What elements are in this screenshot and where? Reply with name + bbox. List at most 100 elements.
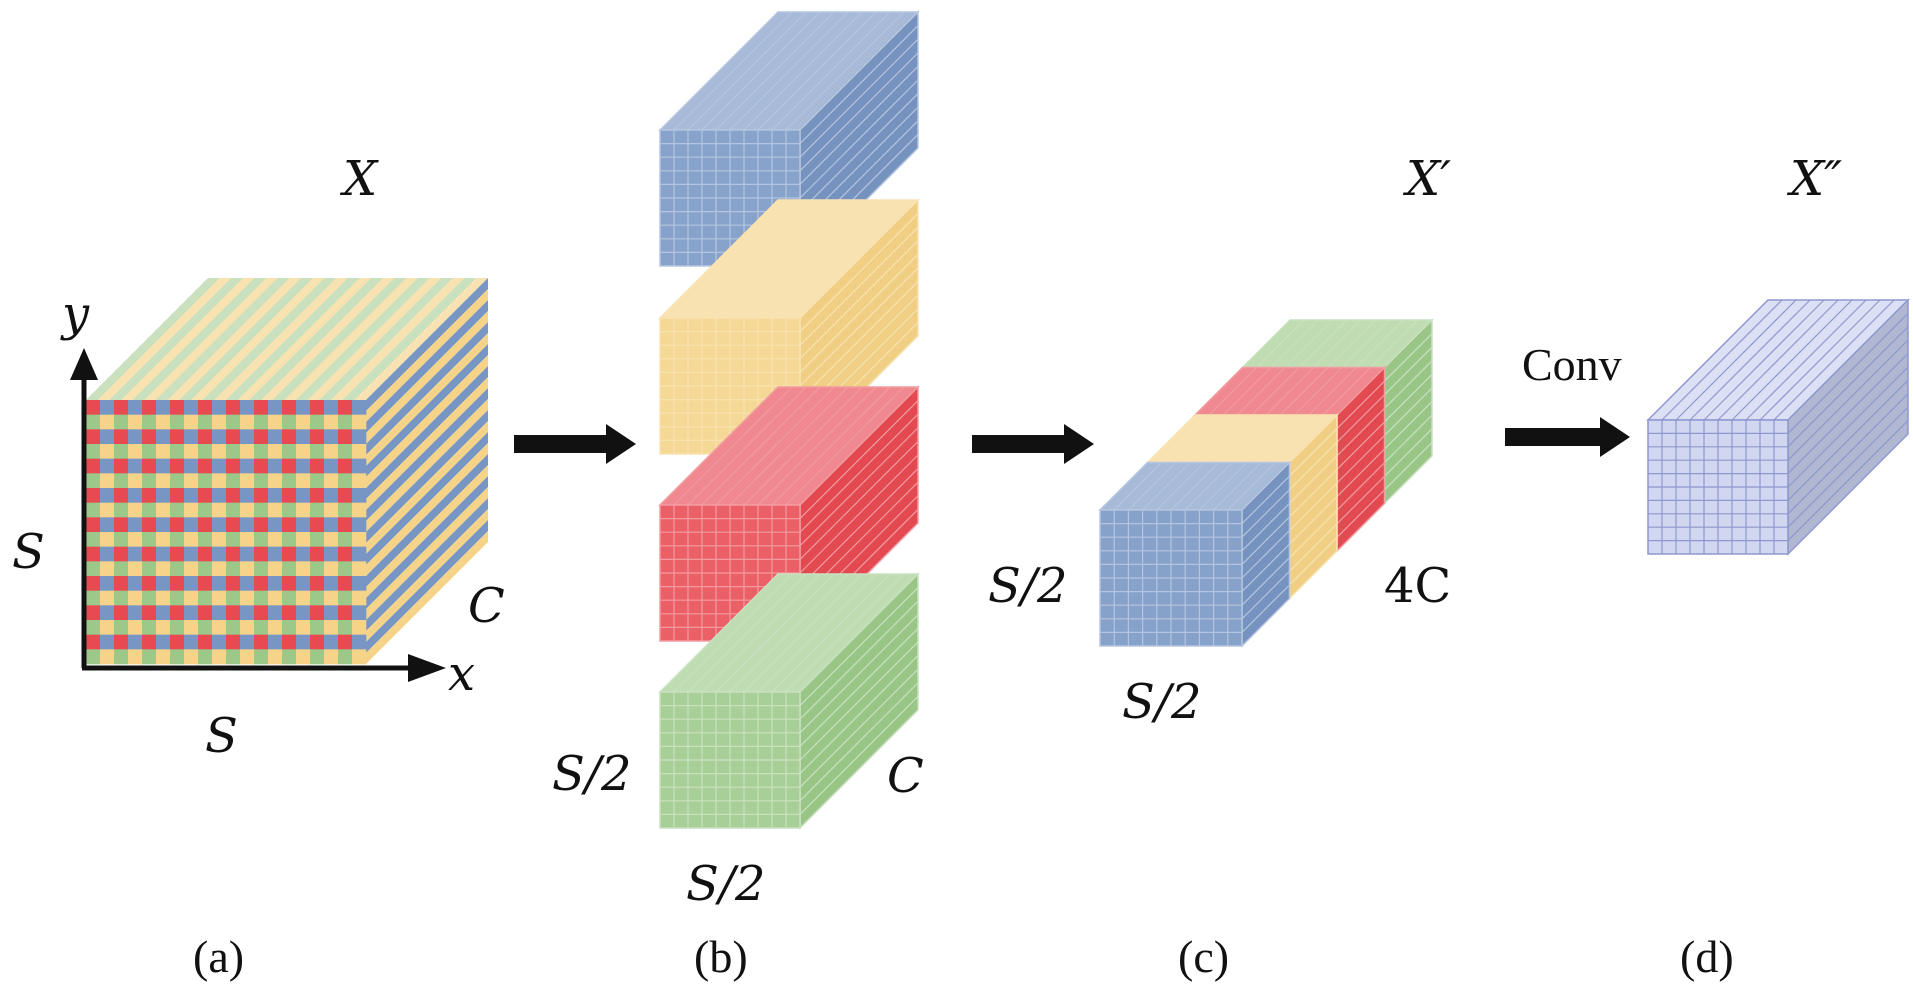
cube-front-cell bbox=[268, 561, 283, 577]
cube-front-cell bbox=[114, 634, 129, 650]
cube-side-stripe bbox=[366, 289, 488, 422]
output-block-side-line bbox=[1787, 420, 1909, 542]
cube-front-cell bbox=[198, 414, 213, 430]
cube-front-cell bbox=[156, 605, 171, 621]
cube-side-stripe bbox=[366, 355, 488, 488]
cube-front-cell bbox=[338, 532, 353, 547]
cube-front-cell bbox=[226, 590, 241, 606]
cube-front-cell bbox=[114, 517, 129, 533]
cube-front-cell bbox=[282, 458, 297, 474]
cube-front-cell bbox=[86, 546, 101, 562]
slice-yellow-side-line bbox=[799, 226, 919, 346]
cube-front-cell bbox=[226, 517, 241, 533]
concat-seg-red-side-line bbox=[1336, 421, 1385, 470]
cube-front-cell bbox=[100, 634, 115, 650]
cube-front-cell bbox=[100, 649, 115, 665]
cube-front-cell bbox=[282, 546, 297, 562]
slice-green bbox=[658, 572, 920, 830]
cube-front-cell bbox=[338, 517, 353, 533]
cube-front-cell bbox=[212, 532, 227, 547]
cube-front-cell bbox=[254, 488, 269, 503]
arrow-a-to-b-head bbox=[606, 424, 636, 464]
concat-seg-red-top-line bbox=[1308, 367, 1357, 416]
slice-blue-side-line bbox=[799, 25, 919, 145]
cube-front-cell bbox=[170, 458, 185, 474]
cube-front-cell bbox=[338, 576, 353, 591]
cube-front-cell bbox=[128, 400, 143, 415]
cube-front-cell bbox=[100, 576, 115, 591]
cube-front-cell bbox=[268, 649, 283, 665]
concat-seg-yellow-side-line bbox=[1289, 509, 1338, 559]
cube-front-cell bbox=[338, 649, 353, 665]
cube-front-cell bbox=[156, 620, 171, 635]
cube-front-cell bbox=[114, 473, 129, 489]
concat-seg-blue-top-line bbox=[1198, 462, 1248, 511]
cube-front-cell bbox=[198, 400, 213, 415]
cube-side-stripe bbox=[366, 333, 488, 466]
cube-front-cell bbox=[310, 634, 325, 650]
cube-front-cell bbox=[128, 590, 143, 606]
cube-front-cell bbox=[170, 473, 185, 489]
cube-front-cell bbox=[310, 458, 325, 474]
slice-green-top-line bbox=[771, 573, 891, 693]
cube-front-cell bbox=[142, 561, 157, 577]
cube-top-stripe bbox=[237, 278, 372, 400]
cube-front-cell bbox=[338, 414, 353, 430]
xy-axes bbox=[70, 348, 446, 682]
cube-front-cell bbox=[352, 473, 367, 489]
cube-front-cell bbox=[296, 502, 311, 518]
cube-front-cell bbox=[184, 488, 199, 503]
cube-front-cell bbox=[100, 502, 115, 518]
slice-blue-top-line bbox=[757, 11, 877, 131]
concat-seg-blue-side-line bbox=[1241, 489, 1290, 538]
cube-front-cell bbox=[156, 517, 171, 533]
slice-red-top-line bbox=[687, 386, 807, 506]
cube-front-cell bbox=[170, 576, 185, 591]
label-concat-height: S/2 bbox=[988, 558, 1068, 614]
cube-front-cell bbox=[128, 546, 143, 562]
cube-front-cell bbox=[100, 400, 115, 415]
cube-front-cell bbox=[86, 400, 101, 415]
cube-side-stripe bbox=[366, 509, 488, 642]
cube-front-cell bbox=[86, 561, 101, 577]
slice-green-top-line bbox=[757, 573, 877, 693]
output-block-side-line bbox=[1787, 353, 1909, 475]
cube-front-cell bbox=[100, 517, 115, 533]
output-block-top-line bbox=[1759, 299, 1881, 421]
cube-front-cell bbox=[268, 517, 283, 533]
cube-front-cell bbox=[156, 488, 171, 503]
cube-front-cell bbox=[324, 400, 339, 415]
cube-front-cell bbox=[226, 414, 241, 430]
cube-front-cell bbox=[184, 400, 199, 415]
cube-front-cell bbox=[212, 488, 227, 503]
cube-front-cell bbox=[240, 414, 255, 430]
slice-red-side-line bbox=[799, 427, 919, 547]
cube-front-cell bbox=[352, 605, 367, 621]
cube-front-cell bbox=[324, 649, 339, 665]
cube-front-cell bbox=[114, 444, 129, 459]
cube-front-cell bbox=[170, 517, 185, 533]
cube-front-cell bbox=[254, 590, 269, 606]
cube-front-cell bbox=[156, 649, 171, 665]
concat-seg-yellow-side-line bbox=[1289, 428, 1338, 477]
cube-side-stripe bbox=[366, 399, 488, 532]
cube-front-cell bbox=[128, 488, 143, 503]
cube-top-stripe bbox=[342, 278, 477, 400]
cube-front-cell bbox=[100, 429, 115, 445]
cube-front-cell bbox=[240, 400, 255, 415]
cube-front-cell bbox=[296, 576, 311, 591]
output-block-top-line bbox=[1689, 299, 1811, 421]
cube-front-cell bbox=[170, 590, 185, 606]
cube-side-stripe bbox=[366, 388, 488, 521]
concat-seg-red-top-line bbox=[1279, 367, 1329, 416]
cube-front-cell bbox=[128, 414, 143, 430]
cube-front-cell bbox=[156, 502, 171, 518]
concat-seg-green-side-line bbox=[1384, 441, 1433, 491]
cube-front-cell bbox=[100, 561, 115, 577]
concat-seg-blue-top-line bbox=[1127, 462, 1177, 511]
cube-front-cell bbox=[170, 532, 185, 547]
flow-arrows bbox=[514, 417, 1630, 464]
cube-front-cell bbox=[310, 605, 325, 621]
cube-front-cell bbox=[128, 620, 143, 635]
